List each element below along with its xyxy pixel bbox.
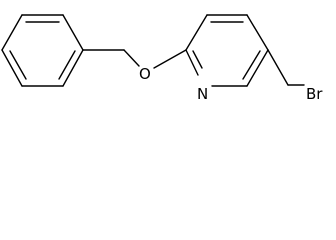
- bromine-atom-label: Br: [306, 85, 323, 103]
- double-bond-inner: [242, 50, 261, 80]
- bond: [1, 49, 23, 87]
- benzene-ring: [1, 14, 84, 87]
- bond-oxygen-ring: [153, 49, 187, 69]
- bond: [185, 14, 208, 51]
- oxygen-atom-label: O: [139, 65, 151, 83]
- bond: [62, 49, 84, 87]
- nitrogen-atom-label: N: [197, 85, 208, 103]
- bond: [246, 14, 269, 51]
- bond: [62, 14, 84, 51]
- chemical-structure-diagram: O N Br: [1, 14, 323, 103]
- bond: [185, 49, 199, 76]
- bond-ring-ch2: [267, 49, 289, 86]
- double-bond-inner: [9, 50, 27, 80]
- pyridine-ring: [185, 14, 269, 87]
- bond-ch2-oxygen: [123, 49, 140, 67]
- double-bond-inner: [192, 50, 203, 69]
- bond: [246, 49, 269, 87]
- bond: [1, 14, 23, 51]
- double-bond-inner: [58, 50, 76, 80]
